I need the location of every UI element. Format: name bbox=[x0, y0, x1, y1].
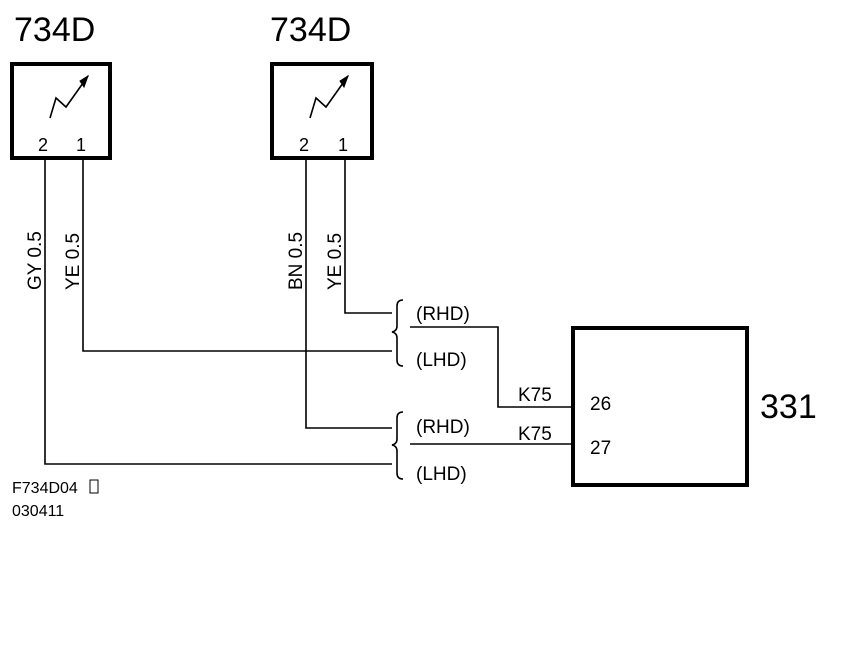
left-sensor: 2 1 bbox=[10, 62, 112, 160]
left-component-ref: 734D bbox=[14, 11, 95, 49]
missing-glyph-box bbox=[89, 479, 99, 494]
left-sensor-box bbox=[10, 62, 112, 160]
upper-brace bbox=[391, 299, 404, 367]
upper-rhd-label: (RHD) bbox=[416, 304, 470, 325]
module-ref: 331 bbox=[760, 388, 817, 426]
wire-label-bn: BN 0.5 bbox=[286, 232, 307, 290]
left-pin-1: 1 bbox=[76, 135, 86, 155]
module-331: 26 27 331 bbox=[571, 326, 817, 487]
left-pin-2: 2 bbox=[38, 135, 48, 155]
wire-ye-middle bbox=[344, 158, 392, 314]
wire-bn-middle bbox=[305, 158, 392, 429]
lower-lhd-label: (LHD) bbox=[416, 464, 467, 485]
date-code: 030411 bbox=[12, 503, 64, 520]
module-pin-26: 26 bbox=[590, 394, 611, 415]
middle-pin-2: 2 bbox=[299, 135, 309, 155]
middle-pin-1: 1 bbox=[338, 135, 348, 155]
lower-brace bbox=[391, 411, 404, 480]
left-arrowhead-icon bbox=[79, 74, 89, 89]
wire-label-ye-middle: YE 0.5 bbox=[325, 233, 346, 290]
wire-gy-left bbox=[44, 158, 392, 465]
middle-sensor-box bbox=[270, 62, 374, 160]
connector-k75-upper: K75 bbox=[518, 385, 552, 406]
wire-to-pin-26 bbox=[410, 326, 573, 408]
wire-ye-left bbox=[82, 158, 392, 352]
module-pin-27: 27 bbox=[590, 438, 611, 459]
middle-sensor: 2 1 bbox=[270, 62, 374, 160]
middle-arrowhead-icon bbox=[339, 74, 349, 89]
figure-id: F734D04 bbox=[12, 480, 78, 497]
lower-rhd-label: (RHD) bbox=[416, 417, 470, 438]
left-sensor-symbol-icon bbox=[49, 75, 89, 119]
module-box bbox=[571, 326, 749, 487]
middle-sensor-symbol-icon bbox=[309, 75, 349, 119]
middle-component-ref: 734D bbox=[270, 11, 351, 49]
wire-label-gy: GY 0.5 bbox=[25, 231, 46, 290]
upper-lhd-label: (LHD) bbox=[416, 350, 467, 371]
connector-k75-lower: K75 bbox=[518, 424, 552, 445]
wire-label-ye-left: YE 0.5 bbox=[63, 233, 84, 290]
